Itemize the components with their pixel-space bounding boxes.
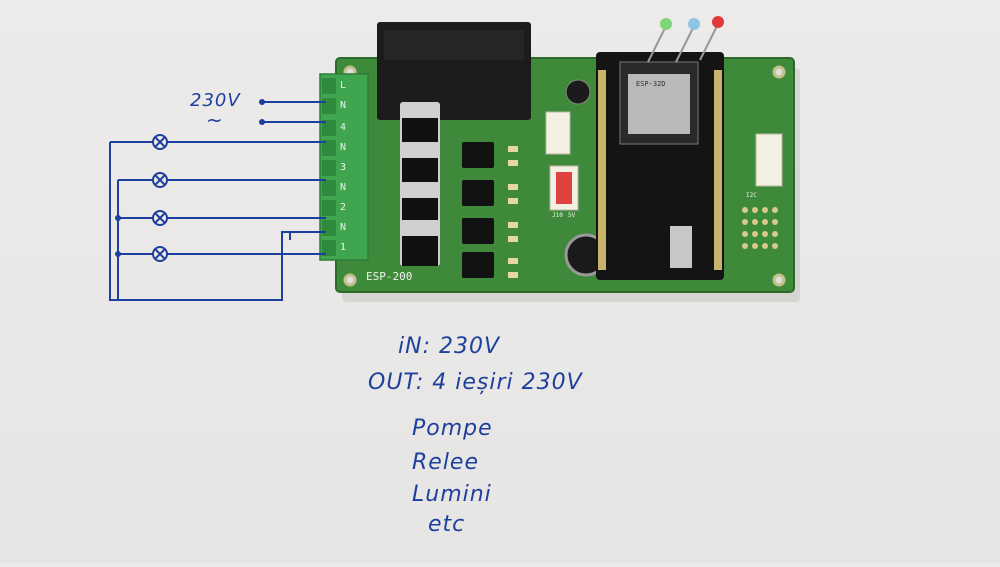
capacitor-small xyxy=(565,79,591,105)
note-use-pumps: Pompe xyxy=(412,416,493,441)
note-use-etc: etc xyxy=(428,512,466,537)
note-use-relays: Relee xyxy=(412,450,480,475)
mounting-hole xyxy=(772,65,786,79)
mounting-hole xyxy=(343,273,357,287)
i2c-connector xyxy=(755,133,783,187)
lamp-symbols xyxy=(152,134,168,262)
header-pins xyxy=(598,70,722,270)
esp32-shield-can xyxy=(628,74,690,134)
smd-parts xyxy=(508,146,518,278)
input-voltage-note: 230V xyxy=(190,90,241,111)
proto-pads xyxy=(742,207,778,249)
terminal-label: 3 xyxy=(340,162,347,173)
terminal-label: L xyxy=(340,80,347,91)
mounting-hole xyxy=(772,273,786,287)
terminal-label: 4 xyxy=(340,122,347,133)
jst-connector xyxy=(545,111,571,155)
terminal-label: N xyxy=(340,142,347,153)
ink-dots xyxy=(115,99,265,257)
terminal-label: 2 xyxy=(340,202,347,213)
board-name: ESP-200 xyxy=(366,270,413,283)
note-out: OUT: 4 ieșiri 230V xyxy=(368,370,583,395)
terminal-label: N xyxy=(340,182,347,193)
terminal-label: N xyxy=(340,222,347,233)
triacs xyxy=(400,102,440,266)
power-supply-label xyxy=(384,30,524,60)
status-leds xyxy=(647,16,724,63)
module-label: ESP-32D xyxy=(636,80,666,88)
usb-c-port xyxy=(670,226,692,268)
i2c-label: I2C xyxy=(746,192,757,199)
terminal-label: 1 xyxy=(340,242,347,253)
connector-label: J10 xyxy=(552,212,563,219)
optocouplers xyxy=(462,142,494,278)
terminal-label: N xyxy=(340,100,347,111)
terminal-screws xyxy=(322,78,336,256)
ac-symbol: ~ xyxy=(206,108,224,132)
jumper-red xyxy=(556,172,572,204)
note-use-lights: Lumini xyxy=(412,482,492,507)
note-in: iN: 230V xyxy=(398,334,501,359)
connector-voltage: 5V xyxy=(568,212,576,219)
ink-wiring xyxy=(109,101,326,301)
